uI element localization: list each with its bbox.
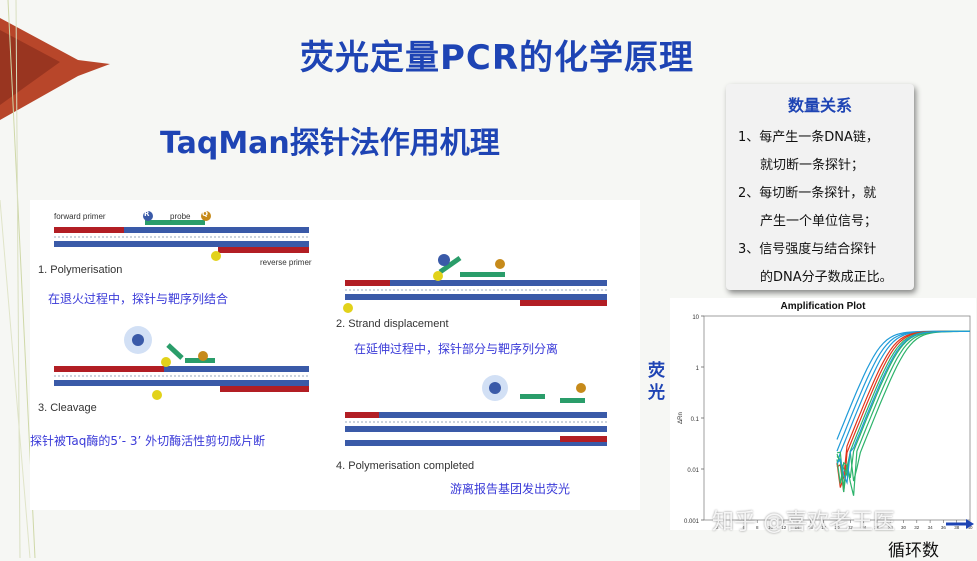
x-tick-label: 40: [967, 525, 973, 530]
info-line-2: 就切断一条探针；: [760, 158, 865, 173]
x-tick-label: 34: [928, 525, 934, 530]
plot-frame: [703, 315, 971, 521]
x-arrow-icon: [946, 519, 974, 529]
x-tick-label: 22: [848, 525, 854, 530]
x-tick-label: 2: [716, 525, 719, 530]
taqman-mechanism-diagram: forward primer probe reverse primer R Q …: [30, 200, 640, 510]
x-tick-label: 36: [941, 525, 947, 530]
step1-note: 在退火过程中，探针与靶序列结合: [48, 292, 229, 306]
x-tick-label: 28: [888, 525, 894, 530]
quencher-q-label: Q: [202, 210, 208, 218]
x-tick-label: 32: [914, 525, 920, 530]
reverse-primer-label: reverse primer: [260, 258, 312, 267]
amplification-curve: [836, 330, 970, 485]
x-tick-label: 26: [874, 525, 880, 530]
info-line-5: 3、信号强度与结合探针: [738, 242, 877, 257]
x-tick-label: 18: [821, 525, 827, 530]
probe-label: probe: [170, 212, 191, 221]
amplification-curve: [836, 330, 970, 496]
page-subtitle: TaqMan探针法作用机理: [160, 126, 500, 161]
dna-strands-svg: [54, 211, 607, 446]
step3-strands: [54, 326, 309, 400]
info-title: 数量关系: [787, 96, 852, 115]
x-tick-label: 12: [781, 525, 787, 530]
watermark: 知乎 @喜欢老王医: [712, 510, 895, 535]
x-tick-label: 24: [861, 525, 867, 530]
x-tick-label: 20: [834, 525, 840, 530]
reporter-r-label: R: [144, 210, 150, 218]
y-tick-label: 0.01: [687, 468, 699, 474]
amplification-curve: [836, 330, 970, 488]
amplification-curve: [836, 330, 970, 466]
info-line-1: 1、每产生一条DNA链，: [738, 130, 879, 145]
info-line-3: 2、每切断一条探针，就: [738, 186, 877, 201]
x-tick-label: 10: [768, 525, 774, 530]
forward-primer-label: forward primer: [54, 212, 106, 221]
x-axis-label: 循环数: [888, 541, 939, 561]
x-tick-label: 4: [729, 525, 732, 530]
y-tick-label: 1: [696, 366, 700, 372]
step2-label: 2. Strand displacement: [336, 318, 449, 330]
x-tick-label: 16: [808, 525, 814, 530]
step4-strands: [345, 375, 607, 446]
plot-title: Amplification Plot: [780, 301, 866, 312]
y-tick-label: 0.001: [684, 519, 700, 525]
y-label-char-1: 荧: [648, 361, 665, 381]
decorative-left-graphic: [0, 0, 110, 558]
step4-label: 4. Polymerisation completed: [336, 460, 475, 472]
step3-label: 3. Cleavage: [38, 402, 97, 414]
step2-note: 在延伸过程中，探针部分与靶序列分离: [354, 342, 559, 356]
x-tick-label: 38: [954, 525, 960, 530]
page-title: 荧光定量PCR的化学原理: [300, 38, 695, 78]
step1-strands: [54, 211, 309, 261]
y-tick-label: 0.1: [691, 417, 700, 423]
x-tick-label: 8: [756, 525, 759, 530]
step2-strands: [343, 254, 607, 313]
info-line-6: 的DNA分子数成正比。: [760, 270, 893, 285]
x-tick-label: 30: [901, 525, 907, 530]
y-axis-title: ΔRn: [678, 412, 684, 424]
step3-note: 探针被Taq酶的5’- 3’ 外切酶活性剪切成片断: [30, 434, 266, 448]
x-tick-label: 14: [795, 525, 801, 530]
quantity-relation-box: 数量关系 1、每产生一条DNA链， 就切断一条探针； 2、每切断一条探针，就 产…: [726, 84, 914, 290]
info-line-4: 产生一个单位信号；: [760, 214, 878, 229]
step1-label: 1. Polymerisation: [38, 264, 123, 276]
y-label-char-2: 光: [648, 383, 665, 403]
y-tick-label: 10: [692, 315, 699, 321]
step4-note: 游离报告基团发出荧光: [450, 482, 571, 496]
x-tick-label: 6: [743, 525, 746, 530]
